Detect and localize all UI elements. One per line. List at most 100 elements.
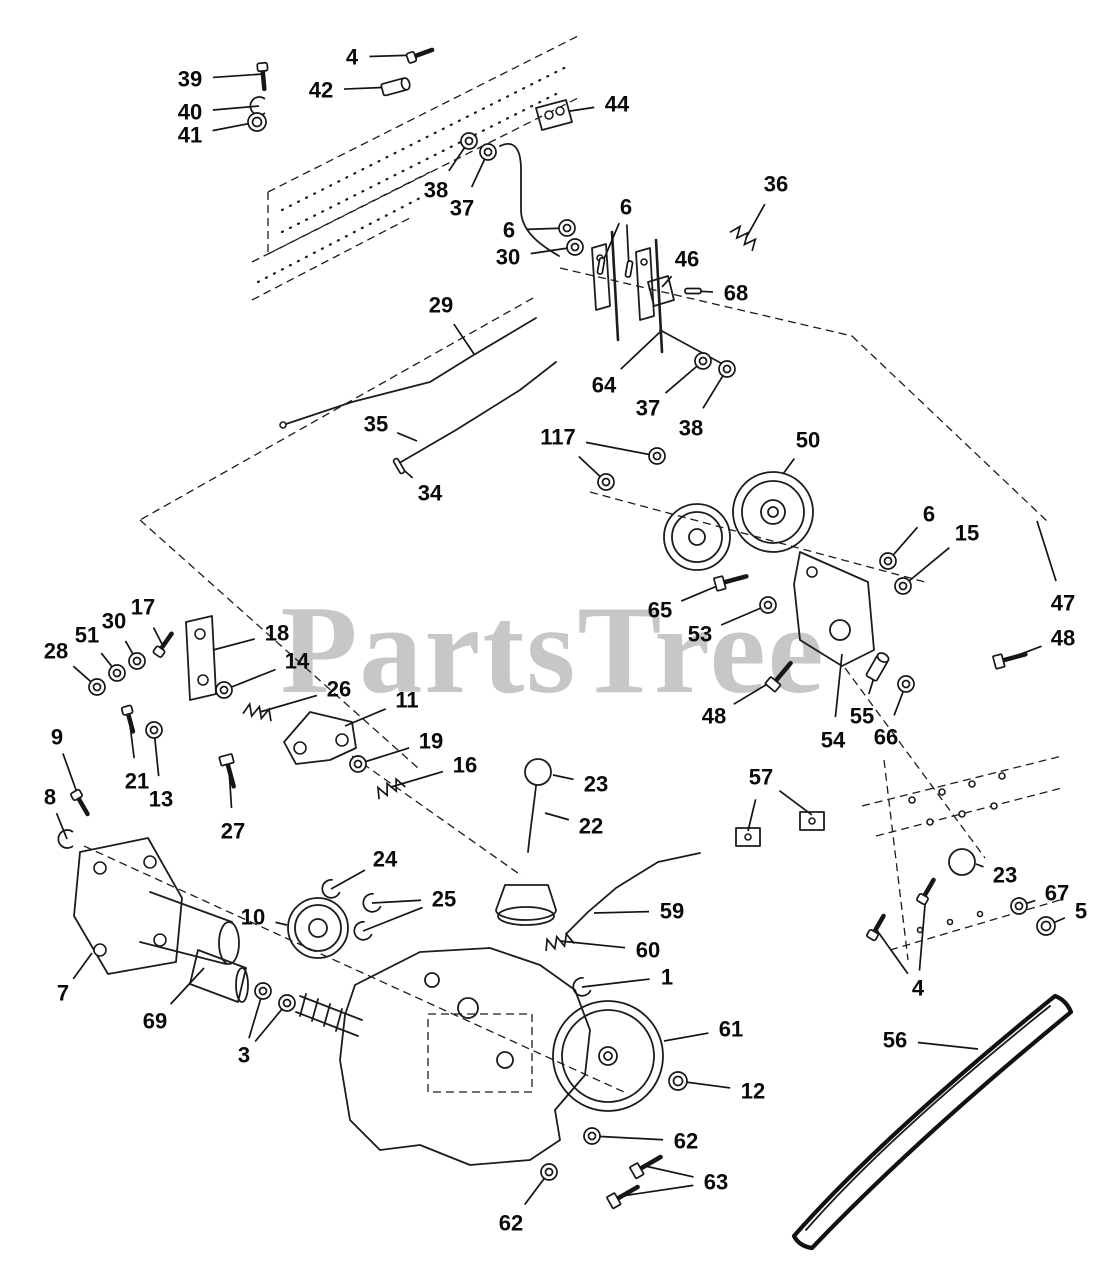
rod-end bbox=[279, 421, 287, 429]
bolt-icon bbox=[992, 652, 1028, 670]
callout-3: 3 bbox=[238, 1043, 250, 1068]
bolt-icon bbox=[218, 753, 236, 789]
leader-line bbox=[552, 774, 574, 781]
screw-icon bbox=[152, 631, 174, 658]
callout-30: 30 bbox=[102, 609, 126, 634]
spring-icon bbox=[545, 932, 575, 952]
screw-icon bbox=[405, 47, 435, 64]
callout-61: 61 bbox=[719, 1017, 743, 1042]
washer-icon bbox=[894, 577, 912, 595]
callout-55: 55 bbox=[850, 704, 874, 729]
washer-icon bbox=[648, 447, 666, 465]
callout-63: 63 bbox=[704, 1170, 728, 1195]
callout-67: 67 bbox=[1045, 881, 1069, 906]
callout-35: 35 bbox=[364, 412, 388, 437]
transaxle bbox=[295, 947, 591, 1166]
callout-37: 37 bbox=[450, 196, 474, 221]
callout-53: 53 bbox=[688, 622, 712, 647]
chassis-sketch bbox=[861, 755, 1063, 961]
bellcrank-assembly bbox=[591, 230, 731, 369]
leader-line bbox=[559, 940, 626, 949]
screw-icon bbox=[916, 877, 936, 906]
callout-41: 41 bbox=[178, 123, 202, 148]
leader-line bbox=[212, 73, 264, 79]
callout-65: 65 bbox=[648, 598, 672, 623]
leader-line bbox=[371, 899, 422, 904]
axle-spacer-69 bbox=[189, 949, 249, 1003]
leader-line bbox=[620, 331, 661, 370]
callout-28: 28 bbox=[44, 639, 68, 664]
spring-icon bbox=[376, 777, 406, 800]
leader-line bbox=[169, 967, 205, 1005]
leader-line bbox=[621, 1184, 694, 1197]
shift-lever-assembly bbox=[495, 758, 557, 926]
callout-11: 11 bbox=[395, 688, 418, 713]
axle-housing-7 bbox=[73, 837, 240, 975]
leader-line bbox=[390, 770, 444, 788]
callout-40: 40 bbox=[178, 100, 202, 125]
leader-line bbox=[593, 910, 650, 914]
washer-icon bbox=[694, 352, 712, 370]
brake-rod-59 bbox=[565, 852, 701, 935]
callout-19: 19 bbox=[419, 729, 443, 754]
leader-line bbox=[782, 458, 796, 475]
washer-icon bbox=[583, 1127, 601, 1145]
leader-line bbox=[212, 105, 260, 111]
nut-icon bbox=[247, 112, 267, 132]
callout-46: 46 bbox=[675, 247, 699, 272]
callout-62: 62 bbox=[674, 1129, 698, 1154]
callout-37: 37 bbox=[636, 396, 660, 421]
leader-line bbox=[591, 1135, 664, 1141]
leader-line bbox=[223, 668, 276, 691]
callout-15: 15 bbox=[955, 521, 979, 546]
diagram-artwork bbox=[73, 35, 1074, 1251]
callout-5: 5 bbox=[1075, 899, 1087, 924]
frame-rail bbox=[251, 35, 579, 301]
leader-line bbox=[275, 921, 288, 926]
pin-icon bbox=[624, 260, 634, 278]
washer-icon bbox=[254, 982, 272, 1000]
clutch-rod bbox=[499, 143, 560, 257]
bolt-icon bbox=[713, 574, 749, 592]
callout-labels: 4394041424438376306364668296437383534117… bbox=[44, 45, 1087, 1236]
washer-icon bbox=[108, 664, 126, 682]
idler-arm-54 bbox=[793, 551, 875, 667]
callout-23: 23 bbox=[584, 772, 608, 797]
idler-pulley-50 bbox=[732, 471, 814, 553]
washer-icon bbox=[145, 721, 163, 739]
clip-icon bbox=[572, 977, 592, 997]
callout-64: 64 bbox=[592, 373, 617, 398]
washer-icon bbox=[349, 755, 367, 773]
callout-6: 6 bbox=[620, 195, 632, 220]
clip-icon bbox=[321, 879, 341, 899]
screw-icon bbox=[256, 61, 269, 92]
washer-icon bbox=[540, 1163, 558, 1181]
leader-line bbox=[747, 799, 757, 832]
callout-25: 25 bbox=[432, 887, 456, 912]
pin-icon bbox=[596, 257, 606, 275]
callout-36: 36 bbox=[764, 172, 788, 197]
brake-rod-35 bbox=[400, 361, 557, 463]
callout-29: 29 bbox=[429, 293, 453, 318]
callout-51: 51 bbox=[75, 623, 99, 648]
leader-line bbox=[330, 869, 366, 890]
callout-48: 48 bbox=[702, 704, 726, 729]
leader-line bbox=[644, 1165, 694, 1178]
leader-line bbox=[917, 1041, 979, 1050]
callout-18: 18 bbox=[265, 621, 289, 646]
washer-icon bbox=[460, 132, 478, 150]
washer-icon bbox=[759, 596, 777, 614]
washer-icon bbox=[215, 681, 233, 699]
leader-line bbox=[902, 547, 950, 587]
leader-line bbox=[834, 653, 843, 718]
pin-icon bbox=[684, 287, 702, 295]
leader-line bbox=[663, 1032, 709, 1042]
callout-23: 23 bbox=[993, 863, 1017, 888]
leader-line bbox=[362, 906, 423, 932]
callout-6: 6 bbox=[923, 502, 935, 527]
washer-icon bbox=[1010, 897, 1028, 915]
spring-icon bbox=[242, 701, 272, 722]
screw-icon bbox=[70, 788, 90, 817]
callout-7: 7 bbox=[57, 981, 69, 1006]
bolt-icon bbox=[764, 660, 793, 693]
